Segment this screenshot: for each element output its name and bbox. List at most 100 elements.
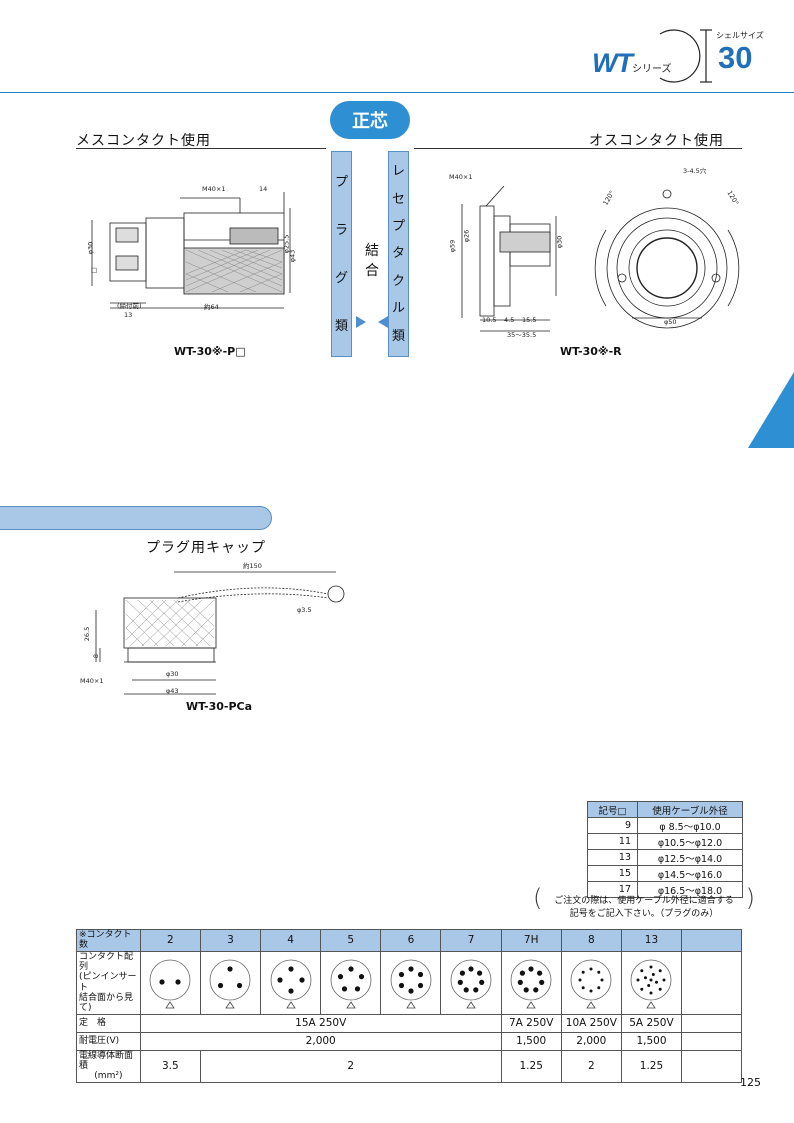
cable-header-code: 記号□	[587, 801, 638, 818]
pin-face-icon	[570, 959, 612, 1009]
shell-size-number: 30	[718, 40, 753, 75]
pin-dot	[640, 969, 644, 973]
pin-dot	[398, 982, 405, 988]
note-bracket-left: (	[533, 884, 543, 912]
pin-dot	[523, 987, 529, 993]
wire-value: 1.25	[500, 1049, 562, 1083]
pin-face-icon	[149, 959, 191, 1009]
table-row: 11 φ10.5～φ12.0	[587, 833, 743, 850]
table-row: 15 φ14.5～φ16.0	[587, 865, 743, 882]
rec-char-1: レ	[391, 164, 405, 180]
rec-dim-phi59: φ59	[448, 239, 457, 253]
pin-dot	[597, 986, 601, 990]
arrangement-label-1: コンタクト配列	[79, 951, 134, 973]
cable-header-od: 使用ケーブル外径	[637, 801, 743, 818]
pin-dot	[539, 979, 545, 985]
pin-dot	[528, 966, 534, 972]
rating-label: 定 格	[76, 1013, 141, 1033]
plug-model: WT-30※-P□	[174, 345, 246, 358]
cap-dim-26-5: 26.5	[83, 626, 92, 642]
pin-dot	[578, 978, 582, 982]
cap-drawing	[95, 571, 345, 695]
pin-dot	[582, 970, 586, 974]
cap-dim-phi30: φ30	[166, 670, 179, 678]
order-note: ( ご注文の際は、使用ケーブル外径に適合する 記号をご記入下さい。（プラグのみ）…	[533, 886, 755, 921]
pin-dot	[358, 973, 364, 979]
right-title-rule	[414, 148, 742, 149]
rec-char-3: プ	[391, 219, 405, 235]
wire-label-unit: (mm²)	[94, 1071, 123, 1082]
rating-value: 15A 250V	[139, 1013, 502, 1033]
pin-dot	[288, 988, 294, 994]
cap-dim-phi43: φ43	[166, 687, 179, 695]
rating-value: 7A 250V	[500, 1013, 562, 1033]
pin-dot	[218, 982, 224, 988]
table-row: 13 φ12.5～φ14.0	[587, 849, 743, 866]
pin-dot	[237, 982, 243, 988]
series-suffix: シリーズ	[632, 64, 672, 75]
mate-char-1: 結	[365, 243, 379, 259]
pin-layout-13	[620, 950, 683, 1015]
cable-range: φ16.5～φ18.0	[637, 881, 743, 898]
pin-dot	[468, 966, 474, 972]
cable-code: 9	[587, 817, 638, 834]
pin-dot	[408, 966, 414, 972]
pin-dot	[473, 987, 479, 993]
pin-dot	[655, 980, 659, 984]
cap-dim-8: 8	[92, 653, 101, 659]
pin-face-icon	[390, 959, 432, 1009]
table-row: 17 φ16.5～φ18.0	[587, 881, 743, 898]
series-arc	[659, 29, 712, 83]
cable-range: φ12.5～φ14.0	[637, 849, 743, 866]
voltage-value: 1,500	[620, 1031, 683, 1051]
rec-dim-phi30: φ30	[555, 235, 564, 249]
pin-layout-7	[440, 950, 502, 1015]
contact-count: 6	[380, 929, 442, 952]
arrangement-label-3: 結合面から見て)	[79, 993, 134, 1014]
rec-char-6: ル	[391, 301, 405, 317]
cable-size-table: 記号□ 使用ケーブル外径 9 φ 8.5～φ10.0 11 φ10.5～φ12.…	[587, 801, 743, 898]
dim-13: 13	[124, 311, 133, 319]
pin-dot	[640, 987, 644, 991]
corner-tab	[748, 372, 794, 448]
rec-dim-10-5: 10.5	[482, 316, 497, 324]
rec-char-7: 類	[391, 328, 405, 344]
plug-char-1: プ	[334, 174, 348, 190]
pin-dot	[477, 970, 483, 976]
rec-char-4: タ	[391, 246, 405, 262]
pin-dot	[517, 979, 524, 985]
pin-dot	[649, 978, 653, 982]
pin-dot	[644, 975, 648, 979]
rec-dim-range: 35～35.5	[507, 331, 537, 339]
cable-range: φ10.5～φ12.0	[637, 833, 743, 850]
wire-value: 2	[199, 1049, 502, 1083]
pin-dot	[457, 979, 463, 985]
contact-count: 3	[199, 929, 262, 952]
pin-dot	[589, 967, 593, 971]
plug-char-2: ラ	[334, 222, 348, 238]
empty-cell	[681, 1031, 742, 1051]
shell-size-label: シェルサイズ	[716, 31, 764, 40]
cap-section-band	[0, 506, 272, 530]
receptacle-front-drawing	[594, 189, 740, 329]
plug-char-3: グ	[334, 270, 348, 286]
pin-dot	[341, 986, 347, 992]
wire-label: 電線導体断面積 (mm²)	[76, 1049, 141, 1083]
pin-dot	[519, 970, 526, 976]
dim-box: □	[91, 266, 98, 274]
empty-cell	[681, 929, 742, 952]
pin-layout-5	[320, 950, 382, 1015]
left-title-rule	[76, 148, 326, 149]
pin-dot	[659, 969, 663, 973]
pin-dot	[348, 966, 354, 972]
wire-value: 2	[560, 1049, 622, 1083]
header-rule	[0, 92, 794, 93]
rec-dim-4-5: 4.5	[504, 316, 515, 324]
mate-char-2: 合	[365, 263, 379, 279]
contact-count: 7	[440, 929, 502, 952]
pin-face-icon	[450, 959, 492, 1009]
pin-dot	[636, 978, 640, 982]
dim-approx64: 約64	[204, 303, 219, 311]
dim-thread: M40×1	[202, 185, 226, 193]
voltage-value: 2,000	[139, 1031, 502, 1051]
